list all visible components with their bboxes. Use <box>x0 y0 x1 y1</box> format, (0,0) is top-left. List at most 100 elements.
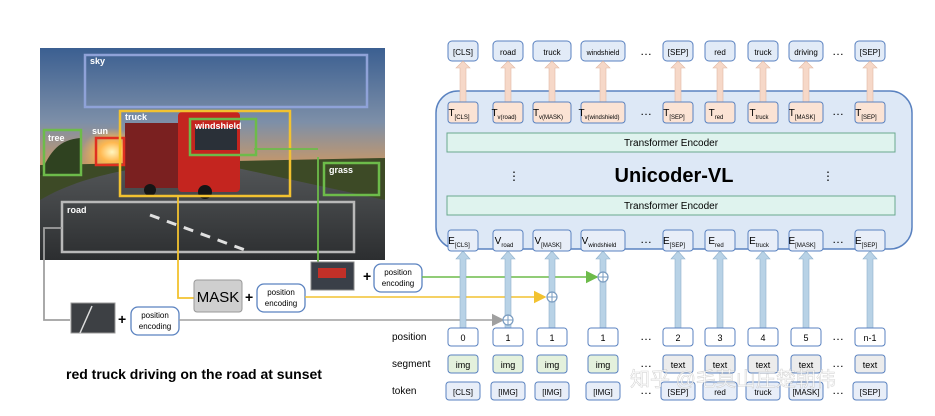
plus-sign: + <box>245 289 253 305</box>
svg-text:encoding: encoding <box>139 322 171 331</box>
segment-box <box>662 354 694 374</box>
token-ellipsis: … <box>832 383 844 397</box>
position-box <box>747 327 779 347</box>
segment-box <box>704 354 736 374</box>
t-ellipsis: … <box>832 104 844 118</box>
grass-box <box>322 161 381 197</box>
transformer-encoder-top <box>446 132 896 153</box>
svg-text:encoding: encoding <box>265 299 297 308</box>
output-arrow <box>455 60 471 103</box>
road-crop-input: + position encoding <box>70 302 180 336</box>
output-token: [CLS] <box>453 48 473 57</box>
segment-value: text <box>671 360 686 370</box>
position-box <box>704 327 736 347</box>
hidden-state-box <box>662 101 694 124</box>
sky-label: sky <box>90 56 105 66</box>
hidden-state-box <box>447 101 479 124</box>
position-box <box>790 327 822 347</box>
token-value: [CLS] <box>453 388 473 397</box>
position-value: 2 <box>675 333 680 343</box>
road-crop <box>70 302 116 334</box>
row-label-segment: segment <box>392 359 431 370</box>
position-encoding-box <box>130 306 180 336</box>
hidden-state-label: Tred <box>709 108 724 121</box>
input-arrow <box>595 250 611 331</box>
windshield-box <box>188 117 258 157</box>
output-token: windshield <box>586 50 620 57</box>
embedding-label: Vroad <box>495 236 514 249</box>
hidden-state-label: T[SEP] <box>663 108 685 121</box>
token-value: [IMG] <box>593 388 613 397</box>
input-arrow <box>544 250 560 331</box>
position-encoding-box <box>373 263 423 293</box>
token-box <box>490 381 526 401</box>
hidden-state-box <box>580 101 626 124</box>
truck-box <box>118 109 292 198</box>
hidden-state-box <box>704 101 736 124</box>
mask-crop-input: MASK + position encoding <box>193 279 306 313</box>
region-boxes: sky tree sun truck windshield grass road <box>42 53 381 254</box>
embedding-label: E[CLS] <box>448 236 470 249</box>
row-label-position: position <box>392 332 426 343</box>
input-arrow <box>798 250 814 331</box>
plus-sign: + <box>118 311 126 327</box>
segment-box <box>447 354 479 374</box>
token-box <box>702 381 738 401</box>
sum-node-cross <box>503 315 513 325</box>
output-arrow <box>798 60 814 103</box>
svg-text:encoding: encoding <box>382 279 414 288</box>
segment-value: text <box>756 360 771 370</box>
input-arrow <box>755 250 771 331</box>
input-arrow <box>670 250 686 331</box>
tree-label: tree <box>48 133 65 143</box>
svg-text:position: position <box>141 311 169 320</box>
e-ellipsis: … <box>832 232 844 246</box>
input-arrow <box>712 250 728 331</box>
output-arrow <box>755 60 771 103</box>
token-value: red <box>714 388 726 397</box>
sunset-photo <box>40 48 385 260</box>
position-value: 5 <box>803 333 808 343</box>
caption: red truck driving on the road at sunset <box>66 366 322 382</box>
position-box <box>587 327 619 347</box>
road-label: road <box>67 205 87 215</box>
token-value: [SEP] <box>668 388 688 397</box>
svg-text:position: position <box>384 268 412 277</box>
segment-value: text <box>799 360 814 370</box>
plus-sign: + <box>363 268 371 284</box>
embedding-label: Vwindshield <box>582 236 617 249</box>
transformer-encoder-bottom <box>446 195 896 216</box>
position-value: 4 <box>760 333 765 343</box>
input-arrow <box>862 250 878 331</box>
sun-box <box>94 136 126 167</box>
token-ellipsis: … <box>640 383 652 397</box>
road-box <box>60 200 356 254</box>
token-value: [IMG] <box>498 388 518 397</box>
vertical-dots-left: ⋮ <box>508 169 520 183</box>
position-box <box>536 327 568 347</box>
output-token: driving <box>794 48 818 57</box>
output-token: truck <box>543 48 561 57</box>
position-box <box>492 327 524 347</box>
output-arrow <box>670 60 686 103</box>
segment-box <box>747 354 779 374</box>
truck-label: truck <box>125 112 148 122</box>
hidden-state-box <box>854 101 886 124</box>
grass-label: grass <box>329 165 353 175</box>
output-ellipsis: … <box>640 44 652 58</box>
hidden-state-label: Tv(road) <box>491 108 516 121</box>
tree-box <box>42 128 83 177</box>
embedding-label: E[MASK] <box>788 236 815 249</box>
output-token: [SEP] <box>860 48 880 57</box>
mask-label: MASK <box>197 289 240 306</box>
hidden-state-label: T[MASK] <box>789 108 816 121</box>
hidden-state-label: Ttruck <box>749 108 769 121</box>
segment-box <box>790 354 822 374</box>
token-box <box>745 381 781 401</box>
segment-box <box>587 354 619 374</box>
segment-value: img <box>545 360 560 370</box>
model-title: Unicoder-VL <box>615 165 734 187</box>
position-value: 0 <box>460 333 465 343</box>
svg-text:Transformer Encoder: Transformer Encoder <box>624 201 719 212</box>
